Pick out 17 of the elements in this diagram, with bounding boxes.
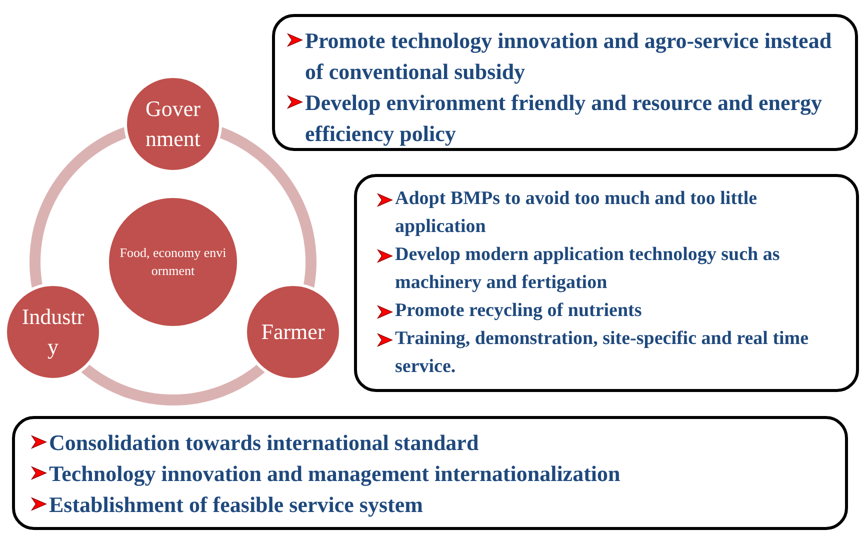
bullet-text: Develop environment friendly and resource and energy efficiency policy: [305, 89, 823, 148]
circle-label: Food, economy enviornment: [118, 244, 228, 280]
circle-label: Government: [144, 95, 202, 153]
text-box: [272, 14, 858, 151]
bullet-text: Technology innovation and management internationalization: [49, 460, 620, 488]
bullet-text: Consolidation towards international standard: [49, 429, 479, 457]
bullet-text: Adopt BMPs to avoid too much and too little application: [395, 187, 758, 239]
ring-arc: [82, 364, 264, 406]
circle-label: Farmer: [260, 318, 326, 346]
bullet-text: Establishment of feasible service system: [49, 491, 423, 519]
bullet-text: Develop modern application technology such as machinery and fertigation: [395, 243, 781, 295]
bullet-text: Training, demonstration, site-specific and real time service.: [395, 327, 810, 379]
text-box: [354, 174, 859, 392]
text-box: [12, 416, 848, 530]
circle-label: Industry: [20, 303, 86, 361]
bullet-text: Promote technology innovation and agro-service instead of conventional subsidy: [305, 27, 833, 86]
bullet-text: Promote recycling of nutrients: [395, 299, 642, 323]
